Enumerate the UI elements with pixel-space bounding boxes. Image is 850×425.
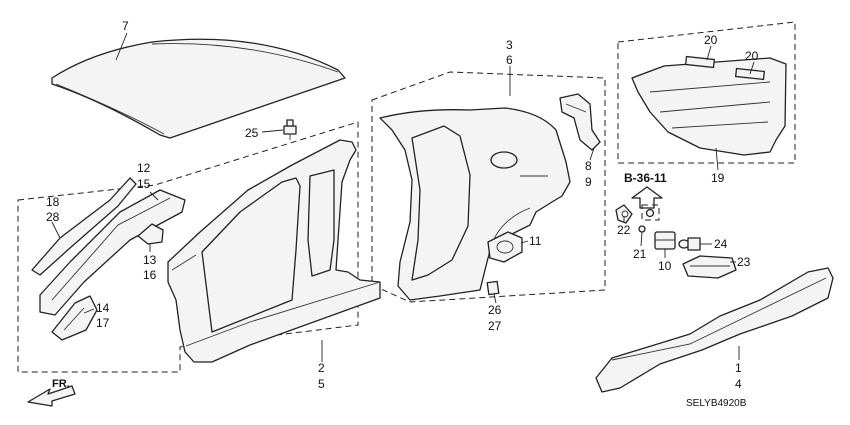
gusset-14-17 xyxy=(51,295,98,341)
nut-box xyxy=(641,204,660,221)
callout-1: 1 xyxy=(735,361,742,375)
leader-20b xyxy=(749,61,755,75)
side-sill-1-4 xyxy=(595,267,834,393)
extension-23 xyxy=(682,255,737,279)
callout-20a: 20 xyxy=(704,33,718,47)
callout-6: 6 xyxy=(506,53,513,67)
leader-14-17 xyxy=(83,308,95,314)
leader-8-9 xyxy=(589,147,595,161)
callout-21: 21 xyxy=(633,247,647,261)
reference-label: B-36-11 xyxy=(624,171,667,185)
body-side-outer-2-5 xyxy=(167,139,381,363)
front-direction-label: FR. xyxy=(52,378,70,390)
callout-24: 24 xyxy=(714,237,728,251)
callout-4: 4 xyxy=(735,377,742,391)
callout-5: 5 xyxy=(318,377,325,391)
callout-23: 23 xyxy=(737,255,751,269)
callout-27: 27 xyxy=(488,319,502,333)
leader-25 xyxy=(261,129,284,133)
rear-quarter-group-frame xyxy=(371,71,606,303)
callout-19: 19 xyxy=(711,171,725,185)
roof-panel xyxy=(51,38,346,139)
callout-3: 3 xyxy=(506,38,513,52)
leader-21 xyxy=(640,231,643,247)
grommet-24 xyxy=(678,237,701,251)
callout-8: 8 xyxy=(585,159,592,173)
leader-26-27 xyxy=(493,293,497,304)
leader-12-15 xyxy=(149,191,159,201)
nut-21 xyxy=(645,208,655,218)
callout-25: 25 xyxy=(245,126,259,140)
leader-18-28 xyxy=(51,221,61,239)
callout-13: 13 xyxy=(143,253,157,267)
callout-15: 15 xyxy=(137,177,151,191)
clip-22 xyxy=(615,204,633,224)
callout-7: 7 xyxy=(122,19,129,33)
callout-9: 9 xyxy=(585,175,592,189)
callout-18: 18 xyxy=(46,195,60,209)
clip-21 xyxy=(638,225,646,233)
rear-quarter-panel-3-6 xyxy=(379,107,571,301)
leader-11 xyxy=(520,240,529,244)
callout-2: 2 xyxy=(318,361,325,375)
callout-28: 28 xyxy=(46,210,60,224)
stiffener-18-28 xyxy=(31,177,137,276)
callout-14: 14 xyxy=(96,301,110,315)
reference-arrow xyxy=(631,186,663,209)
leader-7 xyxy=(115,32,128,61)
callout-17: 17 xyxy=(96,316,110,330)
callout-12: 12 xyxy=(137,161,151,175)
bracket-8-9 xyxy=(559,93,601,151)
callout-10: 10 xyxy=(658,259,672,273)
callout-22: 22 xyxy=(617,223,631,237)
callout-16: 16 xyxy=(143,268,157,282)
roof-rail-12-15 xyxy=(39,189,186,316)
leader-19 xyxy=(715,147,719,171)
fuel-lid-housing-11 xyxy=(487,231,523,263)
front-direction-arrow xyxy=(27,385,76,407)
callout-20b: 20 xyxy=(745,49,759,63)
leader-20a xyxy=(706,45,712,61)
callout-11: 11 xyxy=(529,234,542,248)
rear-panel-19 xyxy=(631,57,787,156)
plate-26-27 xyxy=(486,280,500,296)
diagram-code: SELYB4920B xyxy=(686,398,747,409)
callout-26: 26 xyxy=(488,303,502,317)
damper-10 xyxy=(654,231,676,250)
bracket-13-16 xyxy=(137,223,164,245)
bolt-25 xyxy=(283,119,297,140)
